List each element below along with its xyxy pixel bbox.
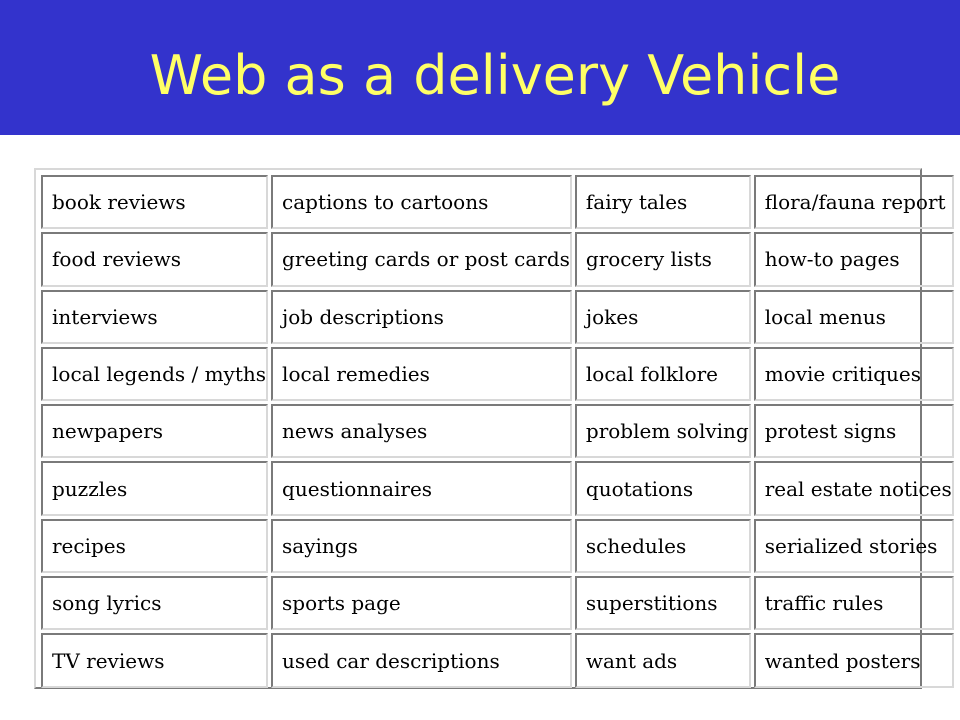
table-cell: interviews [41,289,269,344]
table-cell: want ads [574,633,751,688]
table-cell: local menus [753,289,954,344]
table-cell: traffic rules [753,576,954,631]
table-cell: puzzles [41,461,269,516]
table-cell: local folklore [574,346,751,402]
table-cell: wanted posters [753,633,954,688]
table-cell: how-to pages [753,232,954,287]
table-cell: greeting cards or post cards [271,232,572,287]
table-cell: job descriptions [271,289,572,344]
table-cell: TV reviews [41,633,269,688]
table-cell: flora/fauna report [753,175,954,230]
table-cell: newpapers [41,404,269,459]
table-cell: schedules [574,518,751,574]
table-cell: jokes [574,289,751,344]
table-cell: book reviews [41,175,269,230]
table-cell: sayings [271,518,572,574]
table-cell: local legends / myths [41,346,269,402]
table-cell: local remedies [271,346,572,402]
table-cell: movie critiques [753,346,954,402]
table-cell: food reviews [41,232,269,287]
table-cell: used car descriptions [271,633,572,688]
table-cell: grocery lists [574,232,751,287]
table-cell: protest signs [753,404,954,459]
title-bar [0,0,960,135]
table-cell: sports page [271,576,572,631]
table-cell: news analyses [271,404,572,459]
table-cell: problem solving [574,404,751,459]
table-cell: real estate notices [753,461,954,516]
table-cell: captions to cartoons [271,175,572,230]
table-cell: questionnaires [271,461,572,516]
table-cell: fairy tales [574,175,751,230]
slide-title: Web as a delivery Vehicle [149,44,841,107]
table-cell: serialized stories [753,518,954,574]
table-cell: recipes [41,518,269,574]
table-cell: superstitions [574,576,751,631]
table-cell: song lyrics [41,576,269,631]
table-cell: quotations [574,461,751,516]
